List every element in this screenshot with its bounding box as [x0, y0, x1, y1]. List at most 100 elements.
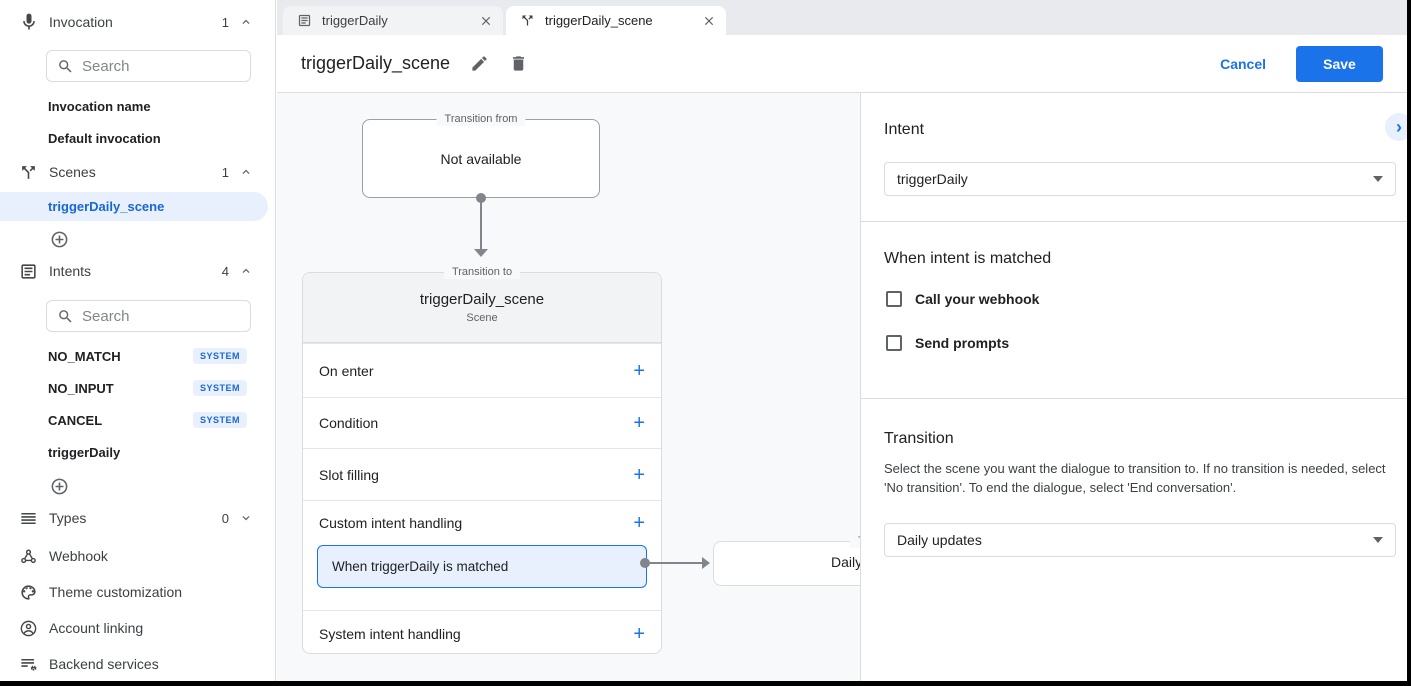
scene-tab-icon: [522, 15, 533, 26]
item-label: Invocation name: [48, 98, 151, 114]
scene-diagram-canvas[interactable]: Transition from Not available Transition…: [277, 93, 860, 686]
cancel-button[interactable]: Cancel: [1220, 55, 1266, 72]
nav-label: Theme customization: [49, 584, 183, 600]
add-circle-icon: [51, 478, 68, 494]
node-legend: Transition from: [436, 112, 526, 126]
sidebar-item-account-linking[interactable]: Account linking: [0, 610, 275, 646]
add-icon[interactable]: +: [633, 359, 645, 382]
screenshot-right-edge: [1407, 0, 1411, 686]
transition-from-node[interactable]: Transition from Not available: [362, 112, 600, 198]
nav-label: Webhook: [49, 548, 108, 564]
sidebar-section-intents[interactable]: Intents 4: [0, 257, 275, 285]
add-scene-button[interactable]: [0, 225, 275, 253]
transition-select[interactable]: Daily updates: [884, 523, 1396, 557]
row-slot-filling[interactable]: Slot filling +: [303, 448, 661, 500]
invocation-search: [46, 50, 251, 82]
sidebar-item-theme-customization[interactable]: Theme customization: [0, 574, 275, 610]
scene-node-header[interactable]: triggerDaily_scene Scene: [303, 273, 661, 343]
transition-heading: Transition: [884, 430, 954, 447]
intent-select-value: triggerDaily: [897, 171, 968, 187]
sidebar-item-backend-services[interactable]: Backend services: [0, 646, 275, 682]
connector-line: [480, 198, 482, 249]
connector-dot: [640, 558, 650, 568]
node-legend: Transition to: [850, 534, 860, 548]
sidebar-section-invocation[interactable]: Invocation 1: [0, 8, 275, 36]
sidebar-item-triggerdaily-scene[interactable]: triggerDaily_scene: [0, 192, 268, 221]
item-label: triggerDaily_scene: [48, 199, 165, 214]
microphone-icon: [19, 12, 39, 32]
close-icon[interactable]: [702, 14, 716, 28]
tab-strip: triggerDaily triggerDaily_scene: [277, 0, 1411, 35]
search-icon: [59, 59, 72, 73]
transition-description: Select the scene you want the dialogue t…: [884, 461, 1386, 495]
sidebar-item-webhook[interactable]: Webhook: [0, 538, 275, 574]
row-on-enter[interactable]: On enter +: [303, 343, 661, 397]
system-badge: SYSTEM: [192, 380, 247, 396]
section-count: 1: [221, 14, 229, 30]
scene-node-subtitle: Scene: [466, 312, 498, 324]
intent-heading: Intent: [884, 121, 925, 138]
chevron-up-icon[interactable]: [239, 165, 253, 179]
sidebar-item-cancel[interactable]: CANCEL SYSTEM: [0, 404, 275, 436]
when-matched-section: When intent is matched Call your webhook…: [861, 222, 1411, 399]
transition-select-value: Daily updates: [897, 532, 982, 548]
node-legend: Transition to: [443, 265, 521, 279]
webhook-icon: [19, 546, 39, 566]
sidebar-item-default-invocation[interactable]: Default invocation: [0, 122, 275, 154]
add-intent-button[interactable]: [0, 472, 275, 500]
collapse-panel-button[interactable]: ›: [1385, 113, 1411, 141]
intents-search-input[interactable]: [82, 307, 250, 325]
send-prompts-checkbox[interactable]: [886, 335, 902, 351]
checkbox-label: Call your webhook: [915, 291, 1040, 307]
edit-pencil-icon[interactable]: [470, 54, 489, 73]
sidebar-item-no-input[interactable]: NO_INPUT SYSTEM: [0, 372, 275, 404]
section-count: 4: [221, 263, 229, 279]
send-prompts-option[interactable]: Send prompts: [884, 325, 1396, 361]
palette-icon: [19, 582, 39, 602]
add-icon[interactable]: +: [633, 463, 645, 486]
sidebar-item-invocation-name[interactable]: Invocation name: [0, 90, 275, 122]
chevron-up-icon[interactable]: [239, 15, 253, 29]
invocation-search-input[interactable]: [82, 57, 250, 75]
sidebar-section-scenes[interactable]: Scenes 1: [0, 158, 275, 186]
add-icon[interactable]: +: [633, 512, 645, 534]
close-icon[interactable]: [479, 14, 493, 28]
intent-select[interactable]: triggerDaily: [884, 162, 1396, 196]
call-webhook-option[interactable]: Call your webhook: [884, 281, 1396, 317]
add-icon[interactable]: +: [633, 412, 645, 434]
add-circle-icon: [51, 231, 68, 247]
section-label: Intents: [49, 263, 92, 279]
row-custom-intent-handling: Custom intent handling + When triggerDai…: [303, 500, 661, 610]
dropdown-caret-icon: [1373, 537, 1383, 543]
tab-triggerdaily[interactable]: triggerDaily: [283, 6, 503, 35]
sidebar-item-no-match[interactable]: NO_MATCH SYSTEM: [0, 340, 275, 372]
types-lines-icon: [19, 508, 39, 528]
page-title: triggerDaily_scene: [301, 53, 451, 73]
custom-intent-handling-header[interactable]: Custom intent handling +: [303, 501, 661, 545]
row-condition[interactable]: Condition +: [303, 397, 661, 448]
call-webhook-checkbox[interactable]: [886, 291, 902, 307]
chevron-down-icon[interactable]: [239, 511, 253, 525]
section-label: Invocation: [49, 14, 113, 30]
item-label: NO_MATCH: [48, 348, 121, 364]
sidebar-item-triggerdaily[interactable]: triggerDaily: [0, 436, 275, 468]
scenes-fork-icon: [19, 162, 39, 182]
save-button[interactable]: Save: [1296, 45, 1383, 82]
transition-section: Transition Select the scene you want the…: [861, 399, 1411, 557]
transition-from-content: Not available: [440, 150, 522, 167]
chevron-right-icon: ›: [1396, 116, 1402, 137]
row-system-intent-handling[interactable]: System intent handling +: [303, 610, 661, 656]
handler-label: When triggerDaily is matched: [332, 559, 509, 574]
intent-handler-when-triggerdaily-matched[interactable]: When triggerDaily is matched: [317, 545, 647, 588]
daily-updates-node-label: Daily updates: [831, 554, 860, 570]
sidebar-section-types[interactable]: Types 0: [0, 504, 275, 532]
delete-trash-icon[interactable]: [509, 54, 528, 73]
chevron-up-icon[interactable]: [239, 264, 253, 278]
transition-to-scene-node[interactable]: Transition to triggerDaily_scene Scene O…: [302, 265, 662, 656]
title-bar: triggerDaily_scene Cancel Save: [277, 35, 1411, 93]
daily-updates-node[interactable]: Transition to Daily updates: [713, 534, 860, 586]
add-icon[interactable]: +: [633, 622, 645, 645]
tab-triggerdaily-scene[interactable]: triggerDaily_scene: [506, 6, 726, 35]
tab-label: triggerDaily_scene: [545, 13, 653, 28]
